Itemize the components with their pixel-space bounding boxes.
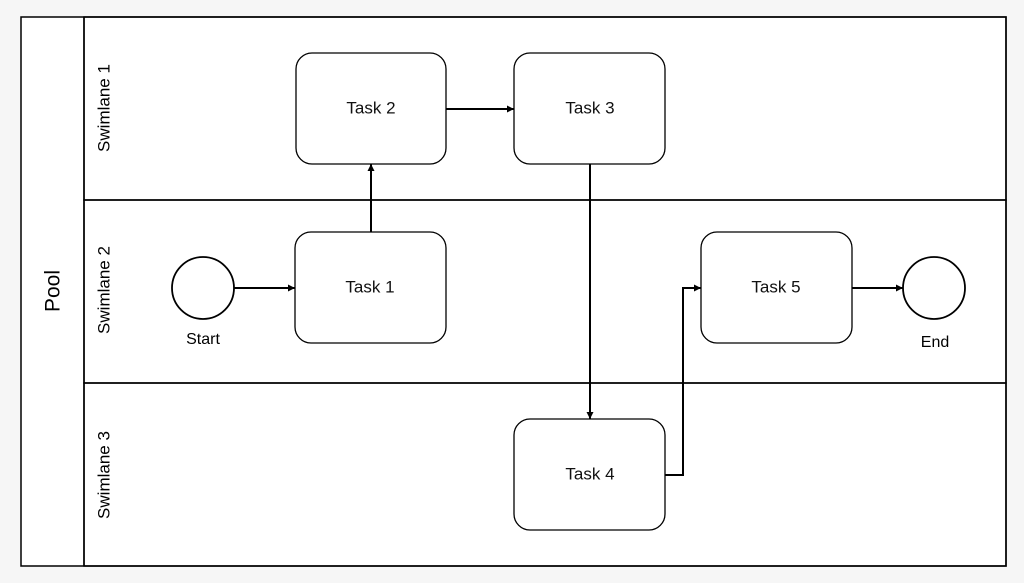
task-2-label: Task 2	[346, 98, 395, 117]
swimlane-3: Swimlane 3	[83, 382, 1007, 567]
end-event-circle[interactable]	[902, 256, 966, 320]
flow-task-4-to-task-5	[665, 284, 701, 476]
pool-label: Pool	[42, 270, 65, 312]
task-1-label: Task 1	[345, 277, 394, 296]
task-1[interactable]: Task 1	[294, 231, 447, 344]
task-4[interactable]: Task 4	[513, 418, 666, 531]
task-3-label: Task 3	[565, 98, 614, 117]
start-event[interactable]: Start	[171, 256, 235, 348]
task-1-box[interactable]	[294, 231, 447, 344]
task-3[interactable]: Task 3	[513, 52, 666, 165]
task-4-box[interactable]	[513, 418, 666, 531]
swimlane-3-label: Swimlane 3	[94, 431, 113, 519]
sequence-flows	[234, 105, 903, 476]
start-event-circle[interactable]	[171, 256, 235, 320]
start-event-label: Start	[186, 331, 220, 348]
end-event[interactable]: End	[902, 256, 966, 351]
task-2-box[interactable]	[295, 52, 447, 165]
task-2[interactable]: Task 2	[295, 52, 447, 165]
end-event-label: End	[921, 334, 949, 351]
task-3-box[interactable]	[513, 52, 666, 165]
task-4-label: Task 4	[565, 464, 614, 483]
swimlane-2-label: Swimlane 2	[94, 246, 113, 334]
task-5-box[interactable]	[700, 231, 853, 344]
task-5[interactable]: Task 5	[700, 231, 853, 344]
swimlane-3-frame	[83, 382, 1007, 567]
task-5-label: Task 5	[751, 277, 800, 296]
swimlane-1-label: Swimlane 1	[94, 64, 113, 152]
